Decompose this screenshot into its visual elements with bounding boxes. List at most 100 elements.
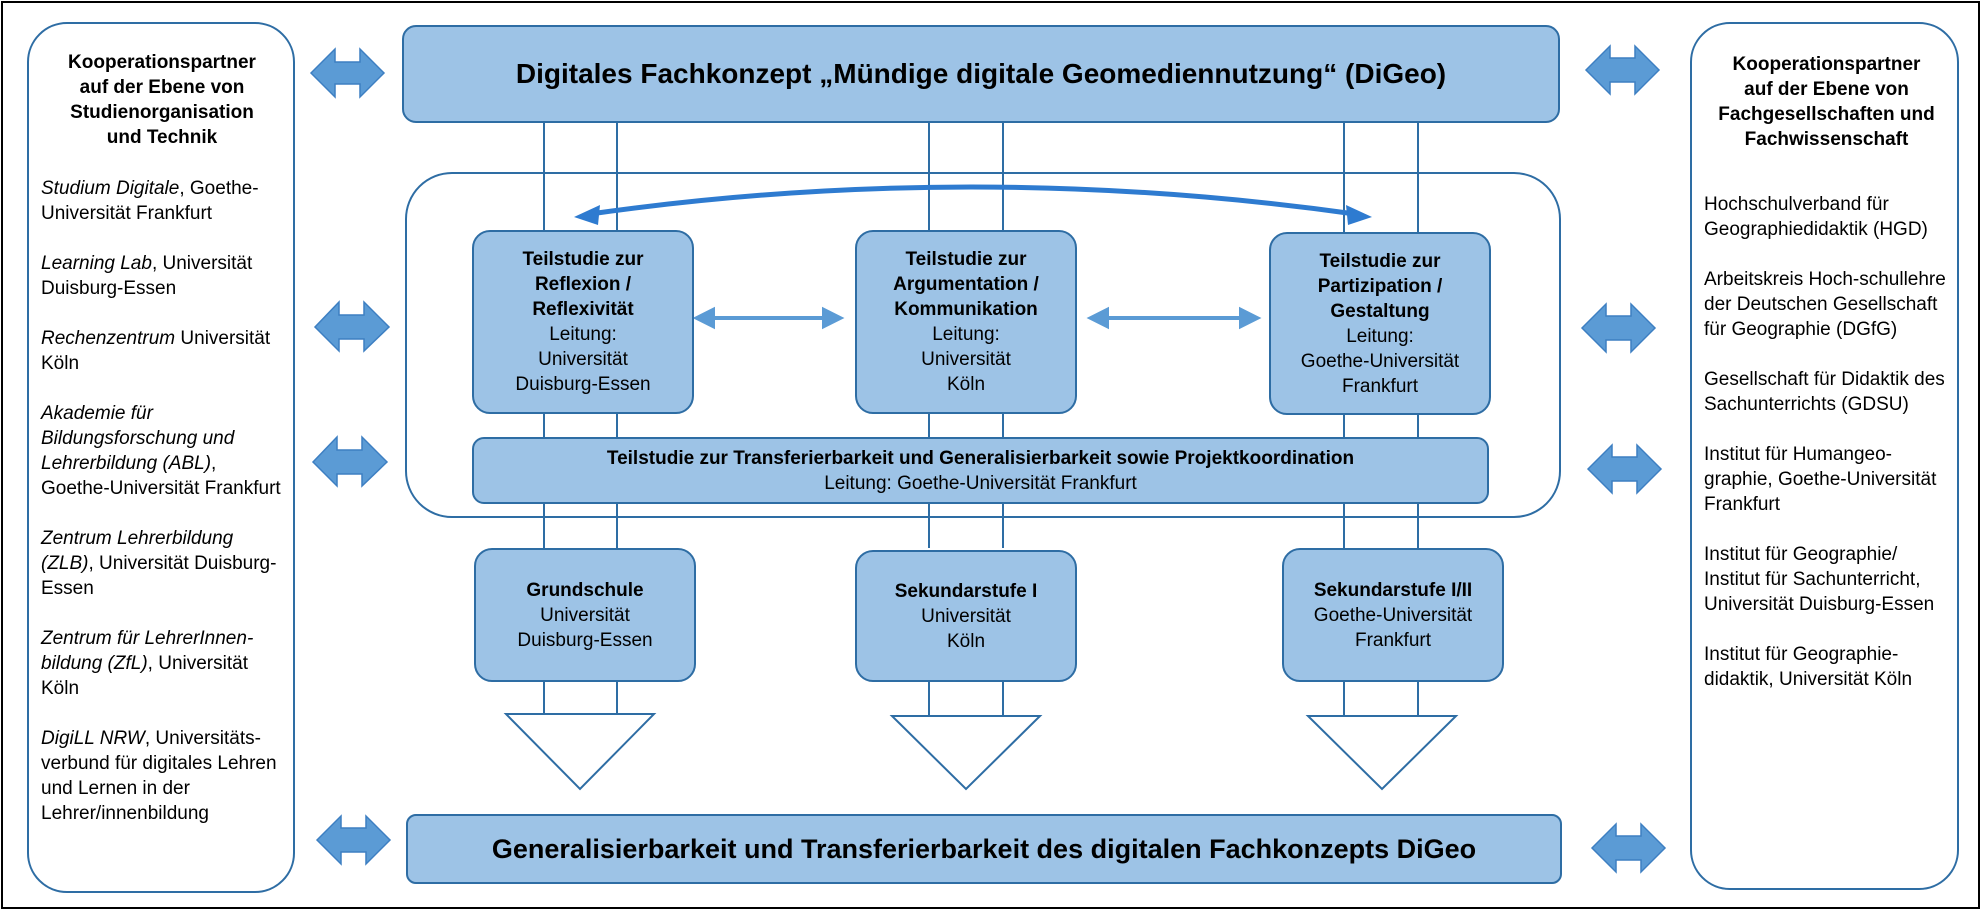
down-arrow-grundschule	[503, 713, 657, 791]
schulstufe-title: Sekundarstufe I/II	[1313, 579, 1473, 601]
top-concept-title: Digitales Fachkonzept „Mündige digitale …	[515, 58, 1447, 89]
heading-line: Fachgesellschaften und	[1718, 104, 1935, 125]
teilstudie-line: Leitung:	[1346, 325, 1414, 347]
left-arrow-2	[313, 300, 391, 353]
teilstudie-line: Universität	[921, 349, 1011, 370]
left-partner-item: Learning Lab, Universität Duisburg-Essen	[41, 251, 283, 301]
left-partner-item: Rechenzentrum Universität Köln	[41, 326, 283, 376]
heading-line: auf der Ebene von	[79, 77, 245, 98]
left-partner-panel: Kooperationspartner auf der Ebene von St…	[27, 22, 295, 893]
schulstufe-line: Köln	[946, 630, 986, 652]
schulstufe-line: Frankfurt	[1354, 629, 1432, 651]
partner-detail: , Universitäts-verbund für digitales Leh…	[41, 728, 277, 824]
teilstudie-reflexion: Teilstudie zur Reflexion / Reflexivität …	[472, 230, 694, 414]
schulstufe-sekundarstufe-1: Sekundarstufe I Universität Köln	[855, 550, 1077, 682]
down-arrow-sekundarstufe-1-2	[1305, 715, 1459, 791]
teilstudie-title-line: Gestaltung	[1330, 300, 1430, 322]
down-arrow-sekundarstufe-1	[889, 715, 1043, 791]
right-arrow-3	[1586, 443, 1663, 495]
partner-detail: Universität Köln	[41, 328, 271, 374]
partner-name: Zentrum Lehrerbildung (ZLB)	[41, 528, 234, 574]
teilstudie-line: Köln	[946, 374, 986, 395]
teilstudie-title-line: Argumentation /	[893, 274, 1039, 295]
left-partner-item: DigiLL NRW, Universitäts-verbund für dig…	[41, 726, 283, 826]
left-arrow-4	[315, 814, 392, 866]
bottom-generalisierbarkeit-title: Generalisierbarkeit und Transferierbarke…	[491, 833, 1477, 864]
teilstudie-title-line: Teilstudie zur	[1319, 250, 1441, 272]
teilstudie-title-line: Teilstudie zur	[522, 249, 644, 270]
inner-double-arrows	[692, 306, 1262, 330]
partner-name: Learning Lab	[41, 253, 152, 274]
transfer-leitung: Leitung: Goethe-Universität Frankfurt	[824, 472, 1137, 494]
heading-line: Kooperationspartner	[1732, 54, 1921, 75]
partner-detail: , Goethe-Universität Frankfurt	[41, 453, 281, 499]
teilstudie-title-line: Kommunikation	[894, 299, 1038, 320]
partner-name: DigiLL NRW	[41, 728, 145, 749]
down-arrows	[503, 713, 1459, 791]
partner-detail: , Universität Duisburg-Essen	[41, 253, 253, 299]
partner-detail: , Universität Köln	[41, 653, 248, 699]
schulstufe-line: Goethe-Universität	[1313, 604, 1473, 626]
left-partner-item: Zentrum für LehrerInnen-bildung (ZfL), U…	[41, 626, 283, 701]
teilstudie-line: Universität	[538, 349, 628, 370]
right-partner-item: Arbeitskreis Hoch-schullehre der Deutsch…	[1704, 269, 1946, 340]
teilstudie-line: Frankfurt	[1341, 375, 1419, 397]
teilstudie-line: Leitung:	[549, 324, 617, 345]
right-panel-heading: Kooperationspartner auf der Ebene von Fa…	[1704, 52, 1949, 152]
right-arrow-2	[1580, 302, 1657, 354]
left-partner-item: Studium Digitale, Goethe-Universität Fra…	[41, 176, 283, 226]
teilstudie-title-line: Teilstudie zur	[905, 249, 1027, 270]
left-panel-heading: Kooperationspartner auf der Ebene von St…	[41, 50, 283, 150]
curved-double-arrow	[589, 184, 1356, 217]
heading-line: Fachwissenschaft	[1744, 129, 1909, 150]
schulstufe-line: Universität	[540, 604, 630, 626]
right-partner-item: Gesellschaft für Didaktik des Sachunterr…	[1704, 369, 1945, 415]
right-partner-item: Institut für Geographie/ Institut für Sa…	[1704, 544, 1935, 615]
right-partner-item: Institut für Humangeo-graphie, Goethe-Un…	[1704, 444, 1937, 515]
right-partner-item: Hochschulverband für Geographiedidaktik …	[1704, 194, 1928, 240]
teilstudie-title-line: Reflexion /	[534, 274, 632, 295]
left-arrow-3	[311, 435, 389, 488]
teilstudie-argumentation: Teilstudie zur Argumentation / Kommunika…	[855, 230, 1077, 414]
teilstudie-transfer: Teilstudie zur Transferierbarkeit und Ge…	[472, 437, 1489, 504]
partner-name: Akademie für Bildungsforschung und Lehre…	[41, 403, 235, 474]
bottom-generalisierbarkeit-box: Generalisierbarkeit und Transferierbarke…	[406, 814, 1562, 884]
teilstudie-line: Duisburg-Essen	[515, 374, 651, 395]
heading-line: auf der Ebene von	[1744, 79, 1909, 100]
schulstufe-title: Grundschule	[526, 579, 644, 601]
partner-detail: , Goethe-Universität Frankfurt	[41, 178, 259, 224]
teilstudie-title-line: Reflexivität	[532, 299, 634, 320]
right-partner-panel: Kooperationspartner auf der Ebene von Fa…	[1690, 22, 1959, 890]
curved-arrow-left-head	[574, 205, 600, 225]
heading-line: Kooperationspartner	[68, 52, 256, 73]
right-arrow-1	[1584, 44, 1661, 96]
transfer-title: Teilstudie zur Transferierbarkeit und Ge…	[606, 447, 1355, 469]
left-arrow-1	[309, 47, 386, 99]
schulstufe-grundschule: Grundschule Universität Duisburg-Essen	[474, 548, 696, 682]
schulstufe-sekundarstufe-1-2: Sekundarstufe I/II Goethe-Universität Fr…	[1282, 548, 1504, 682]
partner-name: Studium Digitale	[41, 178, 180, 199]
curved-arrow-right-head	[1346, 205, 1372, 225]
teilstudie-partizipation: Teilstudie zur Partizipation / Gestaltun…	[1269, 232, 1491, 415]
right-arrow-4	[1590, 822, 1667, 874]
left-partner-item: Akademie für Bildungsforschung und Lehre…	[41, 401, 283, 501]
teilstudien-container	[405, 172, 1561, 518]
left-partner-item: Zentrum Lehrerbildung (ZLB), Universität…	[41, 526, 283, 601]
schulstufe-line: Duisburg-Essen	[517, 629, 653, 651]
teilstudie-line: Goethe-Universität	[1300, 350, 1460, 372]
top-concept-box: Digitales Fachkonzept „Mündige digitale …	[402, 25, 1560, 123]
partner-detail: , Universität Duisburg-Essen	[41, 553, 277, 599]
right-partner-item: Institut für Geographie-didaktik, Univer…	[1704, 644, 1913, 690]
schulstufe-title: Sekundarstufe I	[894, 580, 1038, 602]
partner-name: Rechenzentrum	[41, 328, 176, 349]
heading-line: Studienorganisation	[70, 102, 254, 123]
teilstudie-title-line: Partizipation /	[1317, 275, 1443, 297]
partner-name: Zentrum für LehrerInnen-bildung (ZfL)	[41, 628, 254, 674]
schulstufe-line: Universität	[921, 605, 1011, 627]
teilstudie-line: Leitung:	[932, 324, 1000, 345]
side-double-arrows	[309, 44, 1667, 874]
heading-line: und Technik	[106, 127, 218, 148]
